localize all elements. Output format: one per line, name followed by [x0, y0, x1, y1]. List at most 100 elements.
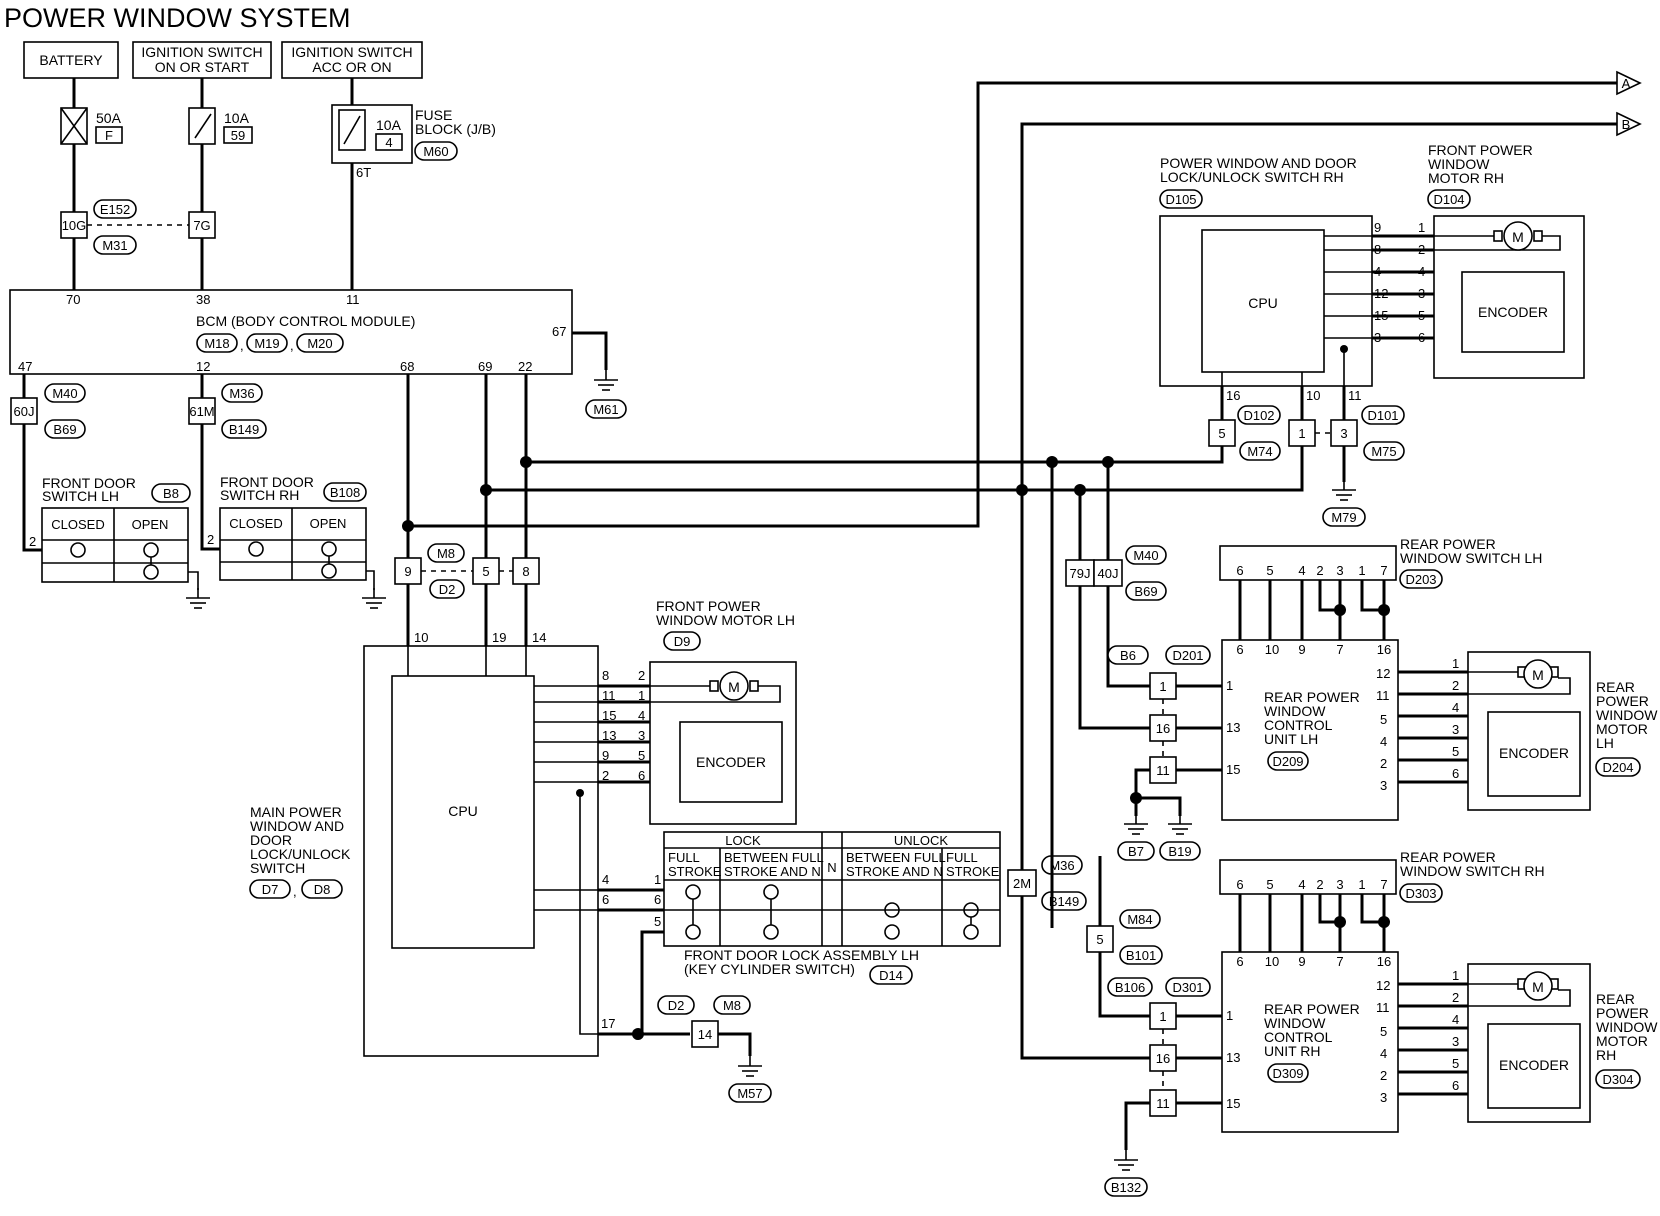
motor-rh-icon	[1503, 221, 1533, 251]
rear-motor-rh-connector: D304	[1602, 1072, 1633, 1087]
rear-sw-rh-label-2: WINDOW SWITCH RH	[1400, 863, 1545, 879]
fuse-block-jb: 10A 4 FUSE BLOCK (J/B) M60 6T	[331, 104, 496, 180]
door-lh-open: OPEN	[132, 517, 169, 532]
motor-rh-label-3: MOTOR RH	[1428, 170, 1504, 186]
rear-motor-lh-pin-1: 1	[1452, 656, 1459, 671]
rear-unit-rh-r5: 5	[1380, 1024, 1387, 1039]
rear-sw-lh-label-1: REAR POWER	[1400, 536, 1496, 552]
rear-unit-rh-label-2: WINDOW	[1264, 1015, 1326, 1031]
main-switch-cpu: CPU	[448, 803, 478, 819]
rear-motor-rh-label-3: WINDOW	[1596, 1019, 1658, 1035]
rear-motor-lh-pin-3: 3	[1452, 722, 1459, 737]
rear-motor-lh-pin-6: 6	[1452, 766, 1459, 781]
main-switch-d8: D8	[314, 882, 331, 897]
rear-unit-lh-joint-16: 16	[1156, 721, 1170, 736]
joint-61m: 61M M36 B149	[188, 383, 267, 439]
rear-unit-rh-connector: D309	[1272, 1066, 1303, 1081]
rear-motor-lh-pin-2: 2	[1452, 678, 1459, 693]
main-pin-19: 19	[492, 630, 506, 645]
rear-motor-lh-label-3: WINDOW	[1596, 707, 1658, 723]
rear-sw-rh-connector: D303	[1405, 886, 1436, 901]
ground-m61-label: M61	[593, 402, 618, 417]
motor-lh-pin-1: 1	[638, 688, 645, 703]
rear-unit-lh-pin-1: 1	[1226, 678, 1233, 693]
arrow-b	[1616, 111, 1642, 137]
ground-d2: D2	[668, 998, 685, 1013]
rear-motor-rh-icon	[1523, 971, 1553, 1001]
rear-unit-lh-pin-15: 15	[1226, 762, 1240, 777]
motor-lh-pin-2: 2	[638, 668, 645, 683]
pw-rh-joint-5: 5	[1218, 426, 1225, 441]
motor-lh-pin-3: 3	[638, 728, 645, 743]
bcm-pin-68: 68	[400, 359, 414, 374]
motor-rh-connector: D104	[1433, 192, 1464, 207]
rear-window-motor-rh: 1 2 4 3 5 6 M ENCODER REAR POWER WINDOW …	[1452, 963, 1658, 1123]
front-window-motor-lh: FRONT POWER WINDOW MOTOR LH D9 2 1 4 3 5…	[638, 598, 797, 825]
rear-sw-lh-pin-3: 3	[1336, 563, 1343, 578]
key-full-1: FULL	[668, 850, 700, 865]
bcm-pin-12: 12	[196, 359, 210, 374]
rear-motor-lh-label-4: MOTOR	[1596, 721, 1648, 737]
bcm-connector-m18: M18	[204, 336, 229, 351]
key-between-4: STROKE AND N	[846, 864, 943, 879]
main-switch-label-4: LOCK/UNLOCK	[250, 846, 351, 862]
main-pin-4: 4	[602, 872, 609, 887]
door-rh-open: OPEN	[310, 516, 347, 531]
rear-motor-rh-label-5: RH	[1596, 1047, 1616, 1063]
rear-motor-lh-label-5: LH	[1596, 735, 1614, 751]
joint-d2: D2	[439, 582, 456, 597]
ground-m57-label: M57	[737, 1086, 762, 1101]
rear-unit-rh-label-4: UNIT RH	[1264, 1043, 1321, 1059]
key-n: N	[827, 860, 836, 875]
main-switch-label-2: WINDOW AND	[250, 818, 344, 834]
bus-line-69	[486, 460, 1304, 492]
motor-lh-label-2: WINDOW MOTOR LH	[656, 612, 795, 628]
motor-lh-pin-5: 5	[638, 748, 645, 763]
rear-motor-lh-connector: D204	[1602, 760, 1633, 775]
joint-79j-40j: 79J 40J M40 B69	[1065, 545, 1167, 601]
rear-unit-rh-joint-11: 11	[1156, 1096, 1170, 1111]
door-lh-connector: B8	[163, 486, 179, 501]
rear-motor-rh-pin-1: 1	[1452, 968, 1459, 983]
ignition-acc-label-1: IGNITION SWITCH	[291, 44, 412, 60]
door-rh-label-2: SWITCH RH	[220, 487, 299, 503]
key-cyl-label-2: (KEY CYLINDER SWITCH)	[684, 961, 855, 977]
fuse-10a-4-rating: 10A	[376, 117, 402, 133]
fuse-10a-59-id: 59	[231, 128, 245, 143]
rear-unit-rh-pin-16: 16	[1377, 954, 1391, 969]
bus-line-a	[408, 81, 1617, 528]
fuse-block-label-2: BLOCK (J/B)	[415, 121, 496, 137]
key-unlock: UNLOCK	[894, 833, 949, 848]
bcm-label: BCM (BODY CONTROL MODULE)	[196, 313, 415, 329]
rear-unit-rh-label-3: CONTROL	[1264, 1029, 1333, 1045]
key-full-2: FULL	[946, 850, 978, 865]
motor-rh-m: M	[1512, 229, 1524, 245]
joint-m40: M40	[1133, 548, 1158, 563]
ground-b7-b19: B7 B19	[1117, 841, 1201, 861]
ground-m57: M57	[728, 1083, 772, 1103]
ground-b132: B132	[1104, 1177, 1148, 1197]
joint-60j-b69: B69	[53, 422, 76, 437]
rear-unit-rh-r3: 3	[1380, 1090, 1387, 1105]
front-window-motor-rh: FRONT POWER WINDOW MOTOR RH D104 1 2 4 3…	[1418, 142, 1585, 379]
rear-unit-rh-pin-15: 15	[1226, 1096, 1240, 1111]
main-power-window-switch: CPU 10 19 14 MAIN POWER WINDOW AND DOOR …	[249, 630, 680, 1057]
rear-unit-lh-label-2: WINDOW	[1264, 703, 1326, 719]
ground-m61: M61	[585, 399, 627, 419]
pin-7g: 7G	[193, 218, 210, 233]
rear-sw-lh-pin-4: 4	[1298, 563, 1305, 578]
connector-e152: E152	[100, 202, 130, 217]
fuse-block-connector: M60	[423, 144, 448, 159]
rear-window-motor-lh: 1 2 4 3 5 6 M ENCODER REAR POWER WINDOW …	[1452, 651, 1658, 811]
ignition-acc-source: IGNITION SWITCH ACC OR ON	[281, 41, 423, 79]
rear-motor-lh-label-1: REAR	[1596, 679, 1635, 695]
motor-rh-pin-3: 3	[1418, 286, 1425, 301]
main-switch-sep: ,	[293, 884, 297, 899]
rear-unit-lh-pin-10: 10	[1265, 642, 1279, 657]
joint-m8: M8	[437, 546, 455, 561]
bcm-connector-m19: M19	[254, 336, 279, 351]
rear-motor-rh-pin-5: 5	[1452, 1056, 1459, 1071]
bus-line-22	[526, 450, 1224, 464]
rear-sw-lh-label-2: WINDOW SWITCH LH	[1400, 550, 1542, 566]
fuse-50a-rating: 50A	[96, 110, 122, 126]
